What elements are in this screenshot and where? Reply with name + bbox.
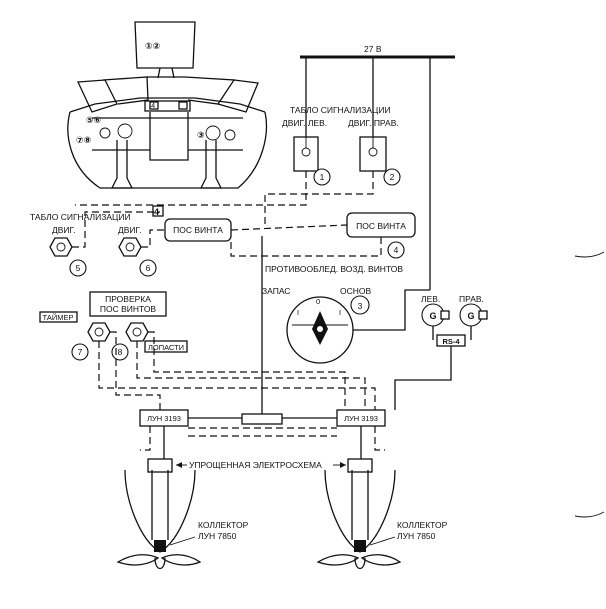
power-bus: 27 В [300, 44, 455, 290]
test-label-2: ПОС ВИНТОВ [100, 304, 157, 314]
selector-mark-left: I [297, 308, 299, 317]
collector-left-line1: КОЛЛЕКТОР [198, 520, 249, 530]
callout-2-circle [383, 168, 401, 186]
collector-left-ring [154, 540, 166, 552]
annunciator-title-top: ТАБЛО СИГНАЛИЗАЦИИ [290, 105, 391, 115]
annunciators-top: ТАБЛО СИГНАЛИЗАЦИИ ДВИГ. ЛЕВ. ДВИГ. ПРАВ… [75, 105, 401, 228]
callout-3: 3 [358, 301, 363, 311]
simplified-schematic-label-group: УПРОЩЕННАЯ ЭЛЕКТРОСХЕМА [176, 460, 346, 470]
hex-lamp-5 [49, 237, 73, 257]
callout-1: 1 [320, 172, 325, 182]
collector-left-line2: ЛУН 7850 [198, 531, 237, 541]
regulator-label: RS-4 [442, 337, 460, 346]
test-label-1: ПРОВЕРКА [105, 294, 151, 304]
blades-label: ЛОПАСТИ [148, 343, 184, 352]
collector-right-line2: ЛУН 7850 [397, 531, 436, 541]
annunciator-title-mid: ТАБЛО СИГНАЛИЗАЦИИ [30, 212, 131, 222]
callout-6: 6 [146, 263, 151, 273]
blades-box [144, 340, 188, 353]
simplified-label: УПРОЩЕННАЯ ЭЛЕКТРОСХЕМА [189, 460, 322, 470]
callout-4: 4 [394, 245, 399, 255]
annunciators-mid: ТАБЛО СИГНАЛИЗАЦИИ ДВИГ. ДВИГ. 4 5 6 ПОС… [30, 205, 416, 420]
hex-lamp-6 [118, 237, 142, 257]
collector-right-line1: КОЛЛЕКТОР [397, 520, 448, 530]
callout-8: 8 [118, 347, 123, 357]
margin-mark-top [574, 251, 605, 258]
console-number-4: 4 [151, 101, 155, 110]
timer-unit [241, 413, 283, 425]
bus-label: 27 В [364, 44, 382, 54]
collector-right-ring [354, 540, 366, 552]
timer-label: ТАЙМЕР [43, 313, 74, 322]
test-switch-8 [125, 322, 149, 342]
generator-left-label: ЛЕВ. [421, 294, 440, 304]
brush-block-right [347, 458, 373, 473]
overhead-numbers: ①② [145, 41, 160, 51]
generators: ЛЕВ. ПРАВ. G G RS-4 [394, 294, 488, 410]
selector-reserve-label: ЗАПАС [262, 286, 290, 296]
brush-block-left [147, 458, 173, 473]
propeller-right [316, 458, 402, 570]
annunciator-left-engine-label: ДВИГ. ЛЕВ. [282, 118, 327, 128]
callout-1-circle [313, 168, 331, 186]
callout-5: 5 [76, 263, 81, 273]
anti-ice-label: ПРОТИВООБЛЕД. ВОЗД. ВИНТОВ [265, 264, 403, 274]
callout-2: 2 [390, 172, 395, 182]
selector-mark-off: 0 [316, 297, 320, 306]
selector-main-label: ОСНОВ [340, 286, 372, 296]
selector-switch: ЗАПАС ОСНОВ 3 0 I I [262, 286, 430, 364]
test-switch-7 [87, 322, 111, 342]
panel-numbers-5-6: ⑤⑥ [86, 115, 101, 125]
controller-right: ЛУН 3193 [344, 414, 378, 423]
pos-vinta-left: ПОС ВИНТА [173, 225, 223, 235]
cockpit-panel-drawing: ①② 4 ⑤⑥ ⑦⑧ ③ [67, 21, 268, 189]
annunciator-box-4: 4 [154, 207, 159, 217]
annunciator-engine-label-6: ДВИГ. [118, 225, 141, 235]
generator-right-label: ПРАВ. [459, 294, 484, 304]
selector-mark-right: I [339, 308, 341, 317]
callout-7: 7 [78, 347, 83, 357]
timer-box [39, 311, 78, 323]
annunciator-right-engine-label: ДВИГ. ПРАВ. [348, 118, 399, 128]
margin-mark-bottom [574, 511, 605, 518]
controller-left: ЛУН 3193 [147, 414, 181, 423]
generator-left-symbol: G [429, 311, 436, 321]
test-panel: ПРОВЕРКА ПОС ВИНТОВ ТАЙМЕР ЛОПАСТИ 7 8 [39, 291, 376, 410]
controllers: ЛУН 3193 ЛУН 3193 [139, 409, 386, 460]
propeller-left [116, 458, 202, 570]
test-box [89, 291, 167, 317]
panel-numbers-7-8: ⑦⑧ [76, 135, 92, 145]
annunciator-engine-label-5: ДВИГ. [52, 225, 75, 235]
generator-right-symbol: G [467, 311, 474, 321]
panel-number-3: ③ [197, 130, 205, 140]
pos-vinta-right: ПОС ВИНТА [356, 221, 406, 231]
